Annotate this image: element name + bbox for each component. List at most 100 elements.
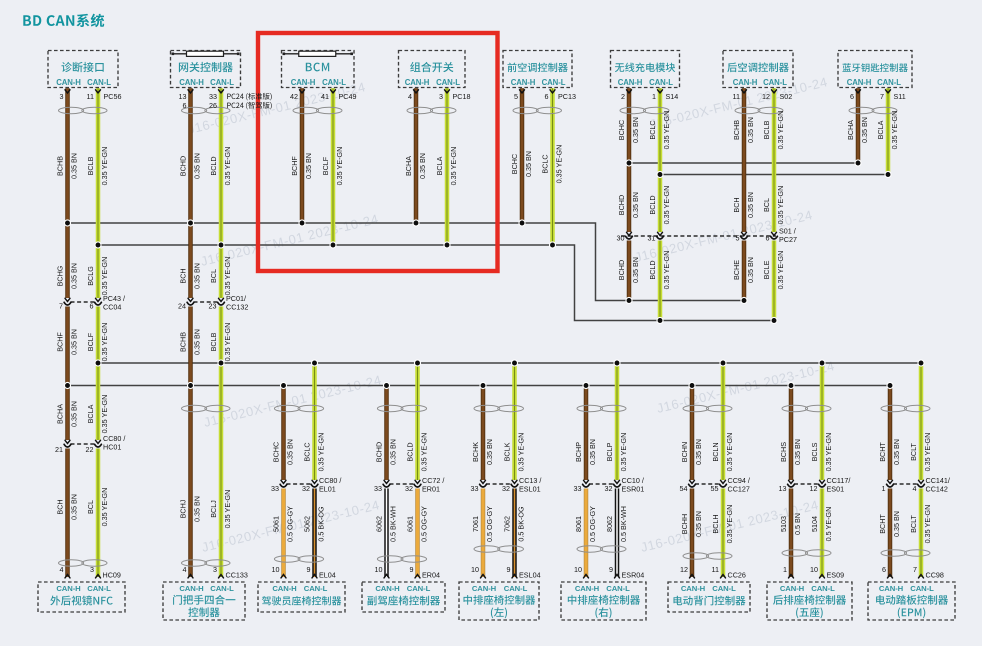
svg-text:CAN-L: CAN-L: [210, 584, 234, 593]
svg-text:PC49: PC49: [339, 92, 357, 101]
svg-text:BCLE: BCLE: [762, 260, 771, 279]
svg-text:S01 /: S01 /: [779, 227, 796, 236]
svg-text:BCLP: BCLP: [605, 442, 614, 461]
svg-text:0.35 BN: 0.35 BN: [631, 257, 640, 283]
svg-text:0.35 YE-GN: 0.35 YE-GN: [316, 433, 325, 472]
svg-text:CC13 /: CC13 /: [519, 476, 541, 485]
svg-text:5103: 5103: [779, 516, 788, 532]
svg-text:0.35 YE-GN: 0.35 YE-GN: [100, 488, 109, 527]
svg-text:BCH: BCH: [732, 197, 741, 212]
svg-text:0.35 BN: 0.35 BN: [485, 439, 494, 465]
svg-text:10: 10: [471, 565, 479, 574]
svg-text:12: 12: [810, 484, 818, 493]
svg-text:5: 5: [514, 92, 518, 101]
svg-text:CC10 /: CC10 /: [622, 476, 644, 485]
svg-text:BCLB: BCLB: [86, 156, 95, 175]
svg-text:26: 26: [209, 101, 217, 110]
svg-text:3: 3: [60, 92, 64, 101]
svg-text:CAN-H: CAN-H: [179, 78, 204, 87]
svg-text:3: 3: [439, 92, 443, 101]
svg-text:0.35 YE-GN: 0.35 YE-GN: [223, 257, 232, 296]
svg-text:0.5 OG-GY: 0.5 OG-GY: [419, 506, 428, 542]
svg-text:HC01: HC01: [103, 442, 121, 451]
svg-text:9: 9: [410, 565, 414, 574]
svg-text:CAN-L: CAN-L: [763, 78, 787, 87]
svg-text:ESR01: ESR01: [622, 484, 645, 493]
svg-text:22: 22: [86, 445, 94, 454]
svg-text:1: 1: [783, 565, 787, 574]
svg-text:6: 6: [183, 101, 187, 110]
svg-text:S14: S14: [666, 92, 679, 101]
svg-text:BCLT: BCLT: [909, 514, 918, 532]
svg-text:BCL: BCL: [762, 198, 771, 212]
svg-text:CAN-H: CAN-H: [847, 78, 872, 87]
svg-text:BCL: BCL: [209, 269, 218, 283]
svg-text:1: 1: [652, 92, 656, 101]
svg-text:0.35 BN: 0.35 BN: [304, 153, 313, 179]
svg-text:CC98: CC98: [926, 570, 944, 579]
svg-text:12: 12: [762, 92, 770, 101]
svg-text:BCLG: BCLG: [86, 266, 95, 286]
svg-text:BCH: BCH: [55, 499, 64, 514]
svg-text:BCLS: BCLS: [810, 442, 819, 461]
svg-text:BCHJ: BCHJ: [178, 499, 187, 518]
svg-text:0.35 YE-GN: 0.35 YE-GN: [100, 147, 109, 186]
svg-text:2: 2: [621, 92, 625, 101]
svg-text:0.35 BN: 0.35 BN: [69, 263, 78, 289]
svg-text:7062: 7062: [502, 516, 511, 532]
svg-text:BCLA: BCLA: [86, 404, 95, 423]
svg-text:9: 9: [609, 565, 613, 574]
svg-text:0.35 YE-GN: 0.35 YE-GN: [223, 323, 232, 362]
svg-text:BCHD: BCHD: [374, 442, 383, 462]
svg-text:7: 7: [913, 565, 917, 574]
svg-text:ESR04: ESR04: [622, 570, 645, 579]
svg-text:CAN-H: CAN-H: [733, 78, 758, 87]
svg-text:0.35 BN: 0.35 BN: [524, 151, 533, 177]
svg-text:CAN-L: CAN-L: [542, 78, 566, 87]
svg-text:31: 31: [648, 234, 656, 243]
svg-text:5104: 5104: [810, 516, 819, 532]
svg-text:BCHS: BCHS: [779, 442, 788, 462]
svg-text:32: 32: [605, 484, 613, 493]
svg-text:CC132: CC132: [226, 302, 248, 311]
svg-text:BCLA: BCLA: [876, 120, 885, 139]
svg-text:CC80 /: CC80 /: [103, 434, 125, 443]
svg-text:CAN-H: CAN-H: [179, 584, 204, 593]
svg-text:0.35 BN: 0.35 BN: [694, 511, 703, 537]
svg-text:S02: S02: [780, 92, 793, 101]
svg-text:BCLA: BCLA: [435, 156, 444, 175]
svg-text:11: 11: [712, 565, 719, 574]
svg-text:CAN-L: CAN-L: [322, 78, 346, 87]
svg-text:32: 32: [405, 484, 413, 493]
svg-text:CC133: CC133: [226, 570, 248, 579]
svg-text:5062: 5062: [302, 516, 311, 532]
svg-text:6062: 6062: [374, 516, 383, 532]
svg-text:CC80 /: CC80 /: [319, 476, 341, 485]
svg-text:0.35 BN: 0.35 BN: [418, 153, 427, 179]
svg-text:54: 54: [680, 484, 688, 493]
svg-text:EL01: EL01: [319, 484, 336, 493]
svg-text:CAN-H: CAN-H: [405, 78, 430, 87]
svg-text:BCHF: BCHF: [290, 156, 299, 176]
svg-text:0.35 BN: 0.35 BN: [746, 192, 755, 218]
svg-text:32: 32: [502, 484, 510, 493]
svg-text:0.35 YE-GN: 0.35 YE-GN: [335, 147, 344, 186]
svg-text:CAN-H: CAN-H: [780, 584, 805, 593]
svg-text:ER04: ER04: [422, 570, 440, 579]
svg-text:BCHC: BCHC: [617, 120, 626, 140]
svg-text:CAN-L: CAN-L: [877, 78, 901, 87]
svg-text:3: 3: [213, 565, 217, 574]
svg-text:0.5 BN: 0.5 BN: [793, 513, 802, 535]
svg-text:0.35 BN: 0.35 BN: [694, 439, 703, 465]
svg-text:CC72 /: CC72 /: [422, 476, 444, 485]
svg-text:0.35 BN: 0.35 BN: [892, 439, 901, 465]
svg-text:BCHB: BCHB: [55, 156, 64, 176]
svg-text:0.35 YE-GN: 0.35 YE-GN: [223, 490, 232, 529]
svg-text:BCHG: BCHG: [55, 265, 64, 286]
svg-text:6: 6: [545, 92, 549, 101]
svg-text:0.35 BN: 0.35 BN: [793, 439, 802, 465]
svg-text:0.35 YE-GN: 0.35 YE-GN: [824, 433, 833, 472]
svg-text:ESL04: ESL04: [519, 570, 541, 579]
svg-text:1: 1: [882, 484, 886, 493]
svg-text:BCLJ: BCLJ: [209, 500, 218, 518]
